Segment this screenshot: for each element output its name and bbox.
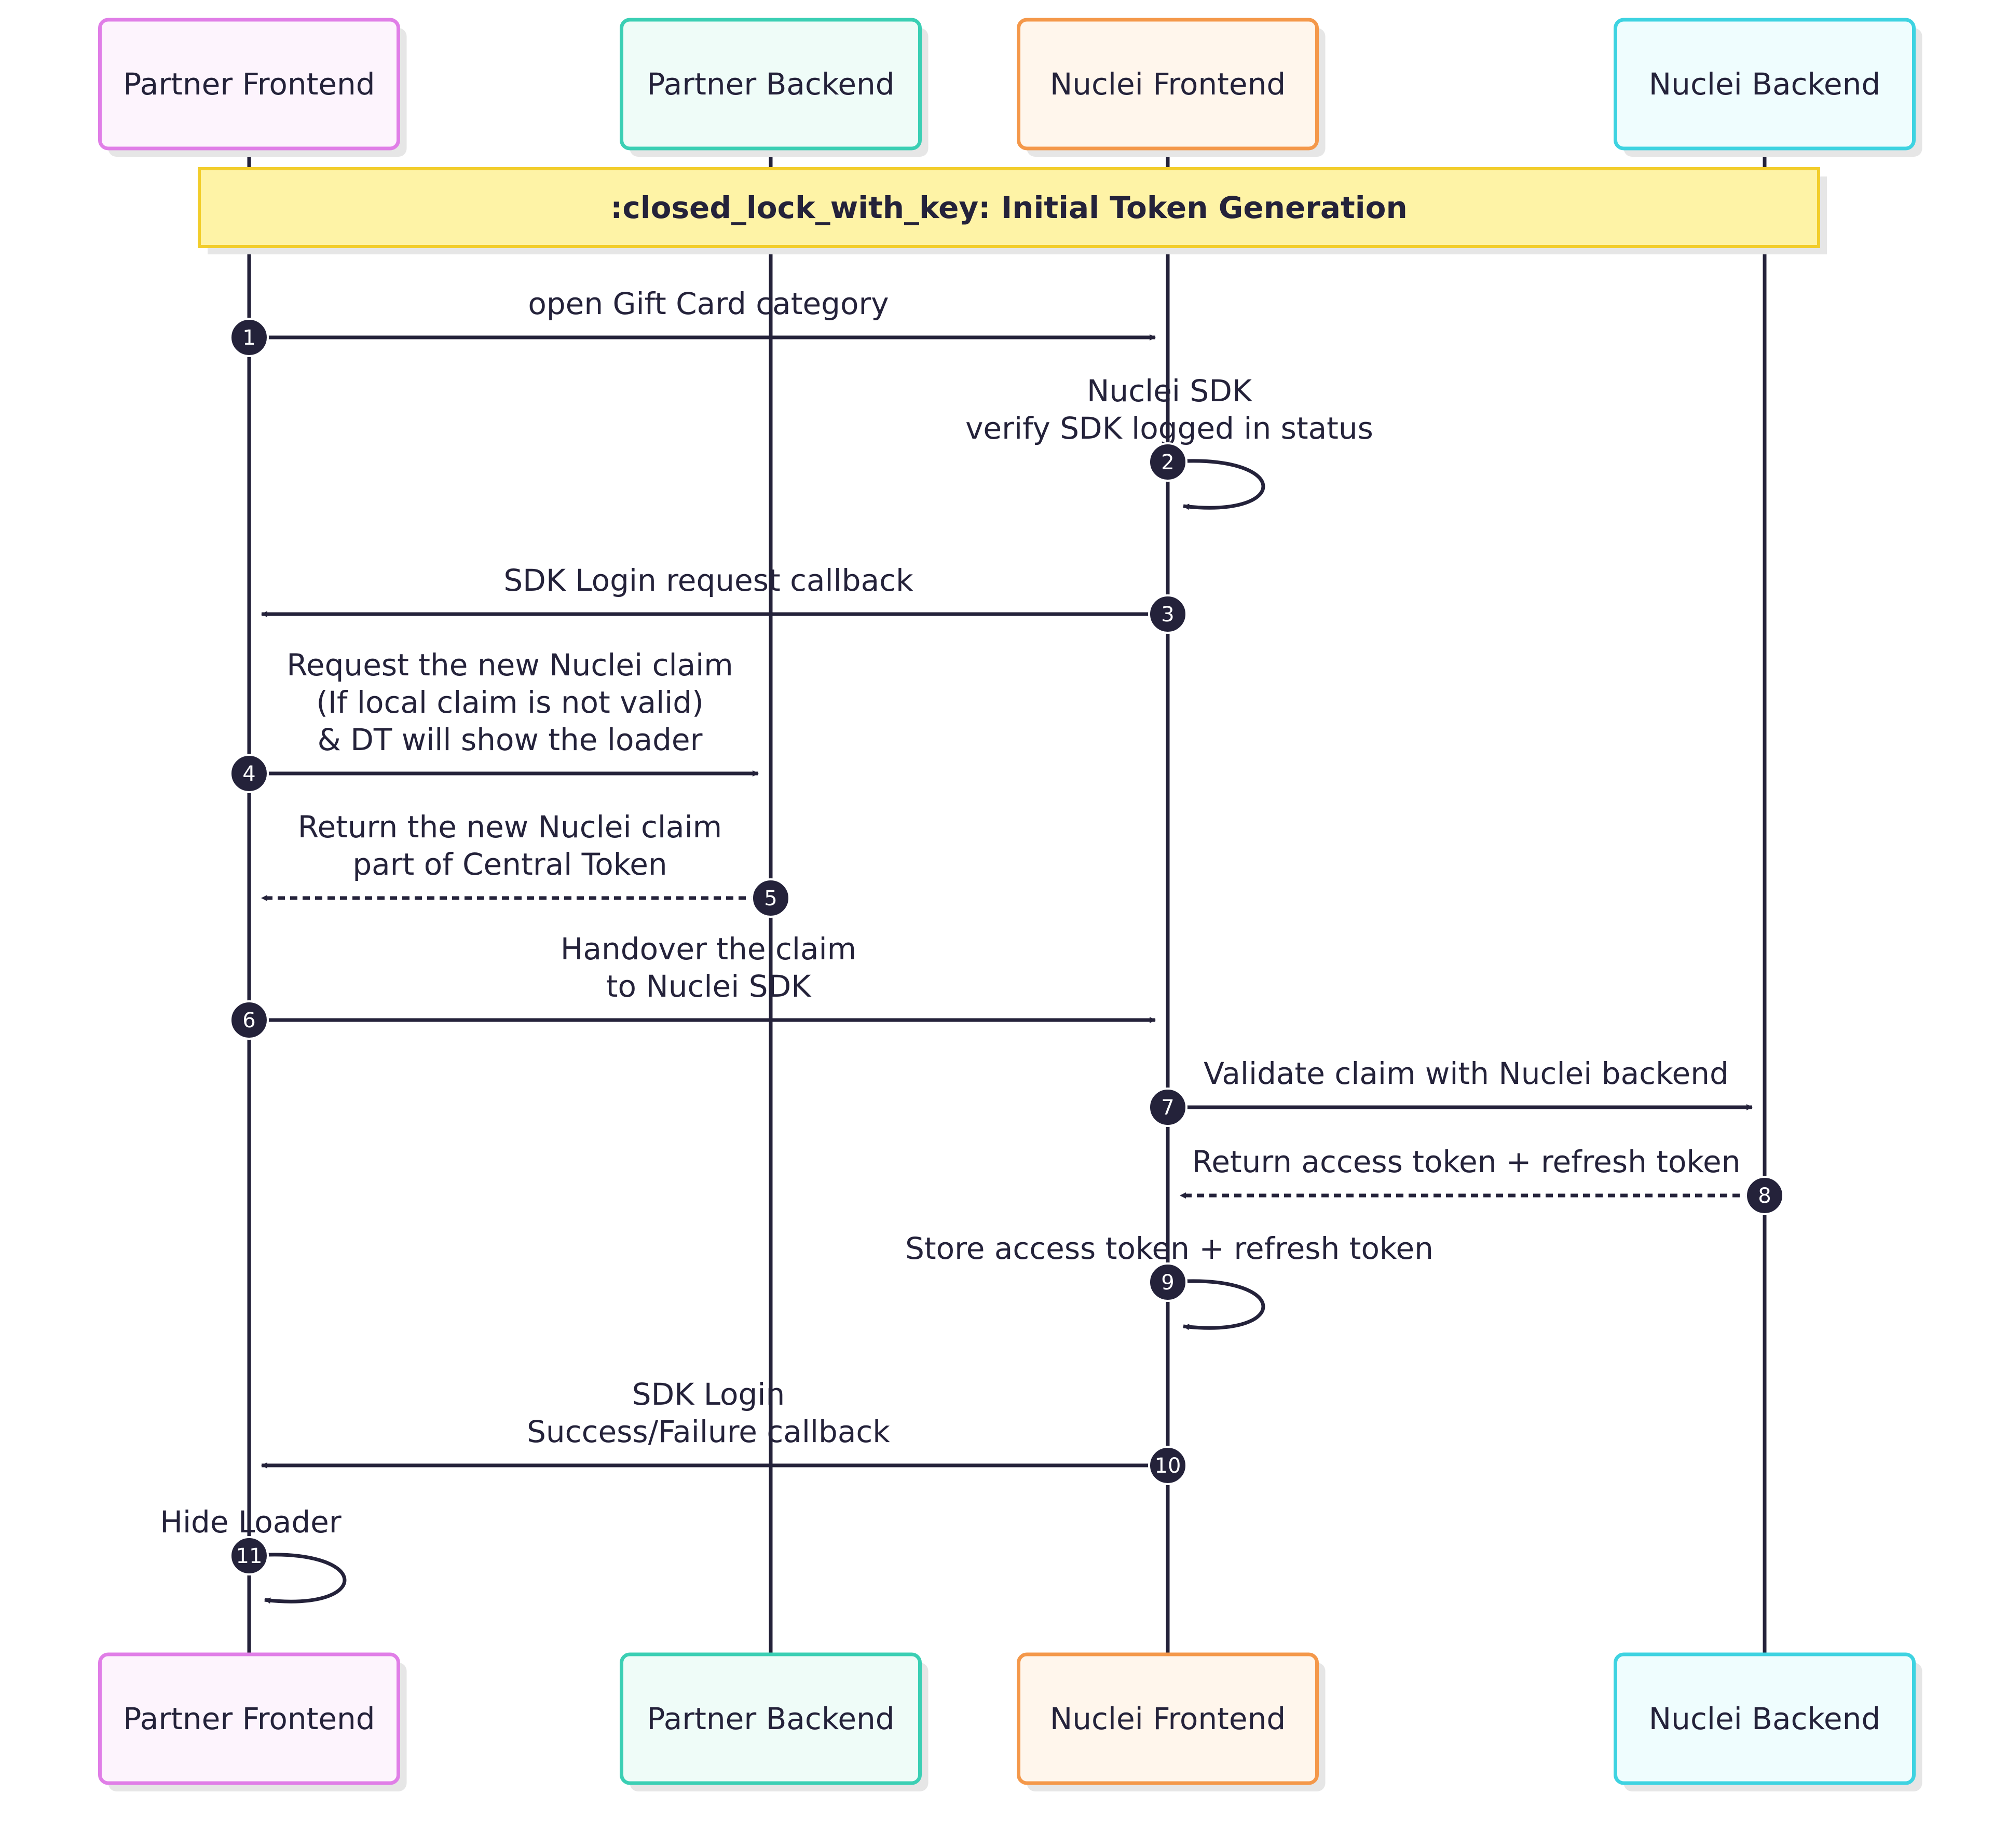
sequence-number-badge: [751, 878, 790, 918]
sequence-number-badge: [1745, 1176, 1784, 1215]
sequence-number: 5: [764, 887, 777, 911]
sequence-number: 1: [242, 326, 255, 350]
message-1: open Gift Card category 1: [229, 286, 1156, 357]
sequence-number: 11: [236, 1544, 263, 1568]
sequence-number-badge: [229, 1000, 269, 1040]
message-arrow: [1167, 1279, 1265, 1330]
actor-box: [98, 1652, 400, 1785]
message-label: Validate claim with Nuclei backend: [1204, 1056, 1729, 1091]
message-label: verify SDK logged in status: [965, 411, 1373, 446]
sequence-number: 6: [242, 1009, 255, 1032]
actor-nb-top: Nuclei Backend: [1614, 18, 1922, 157]
actor-label: Partner Backend: [647, 66, 894, 102]
actor-label: Nuclei Frontend: [1050, 66, 1286, 102]
actor-nb-bottom: Nuclei Backend: [1614, 1652, 1922, 1791]
actor-label: Partner Frontend: [123, 66, 375, 102]
message-11: Hide Loader 11: [160, 1504, 347, 1604]
message-7: Validate claim with Nuclei backend 7: [1148, 1056, 1753, 1127]
actor-box: [1614, 1652, 1916, 1785]
message-label: (If local claim is not valid): [316, 685, 704, 720]
actor-nf-bottom: Nuclei Frontend: [1017, 1652, 1326, 1791]
actor-label: Partner Frontend: [123, 1701, 375, 1736]
actor-pb-top: Partner Backend: [620, 18, 929, 157]
message-label: & DT will show the loader: [318, 722, 703, 757]
sequence-number-badge: [1148, 594, 1187, 634]
message-label: SDK Login: [632, 1377, 785, 1412]
actor-label: Partner Backend: [647, 1701, 894, 1736]
sequence-number-badge: [229, 318, 269, 357]
actor-box: [98, 18, 400, 151]
actor-pb-bottom: Partner Backend: [620, 1652, 929, 1791]
message-label: Success/Failure callback: [527, 1414, 890, 1449]
actor-box: [1017, 18, 1319, 151]
sequence-number-badge: [229, 754, 269, 793]
message-label: Return the new Nuclei claim: [298, 809, 722, 845]
actor-label: Nuclei Backend: [1649, 1701, 1880, 1736]
sequence-number-badge: [1148, 1262, 1187, 1302]
message-label: Request the new Nuclei claim: [286, 647, 733, 683]
sequence-number: 3: [1161, 603, 1174, 627]
actor-box: [620, 1652, 922, 1785]
message-arrow: [249, 1553, 347, 1604]
sequence-number-badge: [1148, 1088, 1187, 1127]
message-4: Request the new Nuclei claim(If local cl…: [229, 647, 759, 793]
note-text: :closed_lock_with_key: Initial Token Gen…: [610, 190, 1408, 225]
message-label: SDK Login request callback: [503, 563, 913, 598]
message-label: Store access token + refresh token: [905, 1231, 1434, 1266]
actor-box: [1614, 18, 1916, 151]
message-arrow: [1167, 459, 1265, 510]
message-label: to Nuclei SDK: [606, 969, 812, 1004]
message-label: part of Central Token: [352, 847, 667, 882]
message-9: Store access token + refresh token 9: [905, 1231, 1434, 1330]
sequence-number-badge: [229, 1536, 269, 1575]
message-label: Handover the claim: [561, 931, 856, 967]
message-label: open Gift Card category: [528, 286, 889, 321]
actor-pf-bottom: Partner Frontend: [98, 1652, 407, 1791]
actor-label: Nuclei Backend: [1649, 66, 1880, 102]
note-box: [198, 167, 1820, 248]
sequence-number: 7: [1161, 1096, 1174, 1120]
sequence-number: 2: [1161, 451, 1174, 474]
message-label: Return access token + refresh token: [1192, 1144, 1741, 1179]
message-label: Nuclei SDK: [1087, 373, 1253, 409]
actor-box: [620, 18, 922, 151]
actor-label: Nuclei Frontend: [1050, 1701, 1286, 1736]
message-8: Return access token + refresh token 8: [1180, 1144, 1784, 1215]
sequence-number: 9: [1161, 1271, 1174, 1295]
sequence-number: 10: [1155, 1454, 1181, 1478]
sequence-number-badge: [1148, 442, 1187, 482]
sequence-number: 4: [242, 762, 255, 786]
message-label: Hide Loader: [160, 1504, 341, 1540]
sequence-number: 8: [1758, 1184, 1771, 1208]
actor-pf-top: Partner Frontend: [98, 18, 407, 157]
sequence-number-badge: [1148, 1446, 1187, 1485]
actor-box: [1017, 1652, 1319, 1785]
actor-nf-top: Nuclei Frontend: [1017, 18, 1326, 157]
message-3: SDK Login request callback 3: [261, 563, 1187, 634]
